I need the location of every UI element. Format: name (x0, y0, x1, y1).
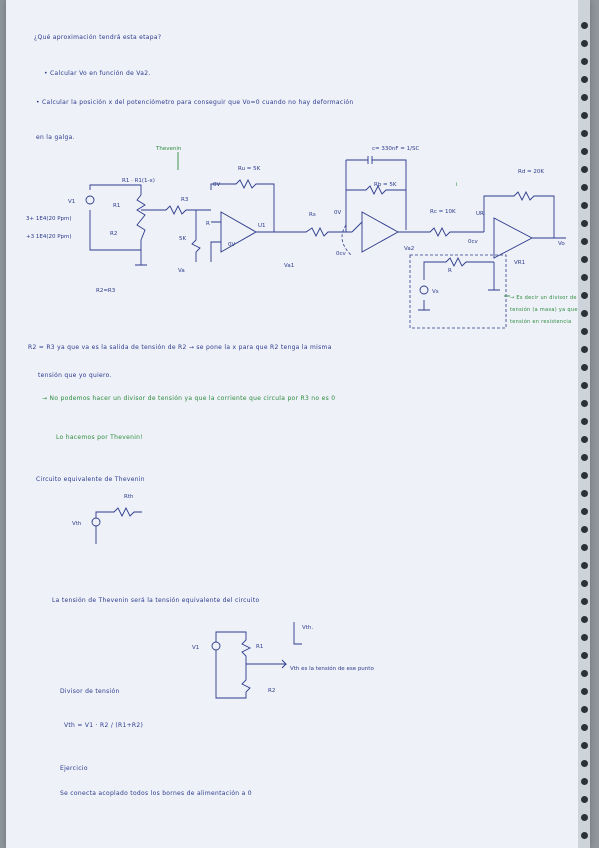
task-line-1: • Calcular Vo en función de Va2. (44, 70, 151, 77)
svg-text:0V: 0V (228, 242, 235, 248)
svg-text:R2: R2 (268, 688, 275, 694)
circuit-diagram: Thevenin V1 R1 · R1(1-x) R1 R2 3+ 1E4(20… (26, 146, 566, 329)
svg-text:V1: V1 (68, 199, 75, 205)
svg-text:Ru = 5K: Ru = 5K (238, 166, 261, 172)
opamp-1 (220, 211, 257, 253)
thevenin-label: Thevenin (155, 146, 182, 152)
svg-text:R: R (448, 268, 452, 274)
svg-text:R1: R1 (113, 203, 120, 209)
svg-text:R: R (206, 221, 210, 227)
svg-text:3+ 1E4(20 Ppm): 3+ 1E4(20 Ppm) (26, 216, 72, 222)
bridge-resistors (89, 184, 146, 251)
thevenin-circuit: Vth Rth (72, 494, 142, 544)
svg-text:V1: V1 (192, 645, 199, 651)
svg-text:Vth.: Vth. (302, 625, 313, 631)
divisor-label: Divisor de tensión (60, 688, 120, 695)
resistor-rd (483, 190, 555, 238)
source-v1-divider (211, 641, 221, 651)
divider-circuit: V1 R1 R2 Vth. Vth es la tensión de ese p… (192, 622, 374, 699)
opamp-3 (493, 217, 533, 259)
resistor-rb (346, 184, 406, 196)
resistor-5k (191, 210, 201, 262)
exercise-line: Se conecta acoplado todos los bornes de … (60, 790, 252, 797)
svg-text:Vs: Vs (432, 289, 439, 295)
question-line: ¿Qué aproximación tendrá esta etapa? (34, 34, 162, 41)
svg-text:Rd = 20K: Rd = 20K (518, 169, 544, 175)
formula-vth: Vth = V1 · R2 / (R1+R2) (64, 722, 144, 729)
green-note: → Es decir un divisor de tensión (a masa… (510, 295, 585, 325)
svg-text:R2=R3: R2=R3 (96, 288, 116, 294)
exercise-label: Ejercicio (60, 765, 88, 772)
svg-text:+3 1E4(20 Ppm): +3 1E4(20 Ppm) (26, 234, 72, 240)
svg-text:0cv: 0cv (468, 239, 479, 245)
svg-text:Rth: Rth (124, 494, 134, 500)
svg-text:Va2: Va2 (404, 246, 414, 252)
task-line-3: en la galga. (36, 134, 75, 141)
svg-text:U1: U1 (258, 223, 266, 229)
svg-text:Vth es la tensión de ese punto: Vth es la tensión de ese punto (290, 665, 374, 672)
explanation-line-2: tensión que yo quiero. (38, 372, 112, 379)
ground-1 (135, 250, 147, 266)
svg-text:Rs: Rs (309, 212, 316, 218)
thevenin-heading: Circuito equivalente de Thevenin (36, 476, 145, 483)
svg-text:VR1: VR1 (514, 260, 525, 266)
capacitor (346, 156, 407, 230)
svg-text:0V: 0V (213, 182, 220, 188)
svg-text:R3: R3 (181, 197, 189, 203)
binder-holes (578, 0, 590, 848)
svg-text:Va1: Va1 (284, 263, 294, 269)
svg-text:UR: UR (476, 211, 484, 217)
explanation-line-1: R2 = R3 ya que va es la salida de tensió… (28, 344, 332, 351)
source-v1 (85, 195, 95, 205)
svg-text:R2: R2 (110, 231, 117, 237)
notebook-page: ¿Qué aproximación tendrá esta etapa? • C… (6, 0, 590, 848)
svg-text:Vth: Vth (72, 521, 82, 527)
resistor-rc (398, 226, 484, 238)
thevenin-explanation: La tensión de Thevenin será la tensión e… (52, 597, 260, 604)
source-vs (419, 285, 429, 295)
svg-text:Va: Va (178, 268, 185, 274)
svg-text:c= 330nF = 1/SC: c= 330nF = 1/SC (372, 146, 419, 152)
svg-text:Rc = 10K: Rc = 10K (430, 209, 456, 215)
svg-text:Rb = 5K: Rb = 5K (374, 182, 397, 188)
svg-text:0cv: 0cv (336, 251, 347, 257)
svg-text:0V: 0V (334, 210, 341, 216)
thevenin-note-1: → No podemos hacer un divisor de tensión… (42, 395, 336, 402)
svg-text:Vo: Vo (558, 241, 565, 247)
resistor-rs (256, 226, 352, 238)
thevenin-note-2: Lo hacemos por Thevenin! (56, 434, 143, 441)
resistor-r3 (141, 204, 211, 216)
task-line-2: • Calcular la posición x del potenciómet… (36, 99, 354, 106)
svg-text:R1 · R1(1-x): R1 · R1(1-x) (122, 178, 155, 184)
feedback-ru (210, 178, 275, 232)
opamp-2 (345, 160, 399, 253)
svg-text:i: i (456, 182, 458, 188)
svg-text:5K: 5K (179, 236, 186, 242)
svg-text:R1: R1 (256, 644, 263, 650)
